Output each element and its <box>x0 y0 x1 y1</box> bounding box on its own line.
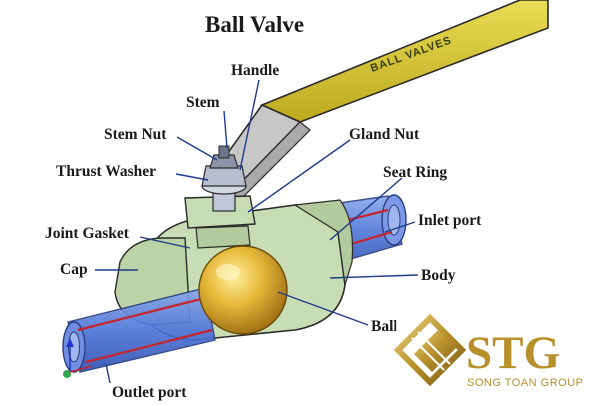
label-thrust-washer: Thrust Washer <box>56 163 156 180</box>
label-gland-nut: Gland Nut <box>349 126 420 143</box>
stem-assembly <box>201 145 247 212</box>
outlet-pipe <box>62 287 216 378</box>
label-joint-gasket: Joint Gasket <box>45 225 130 242</box>
label-stem: Stem <box>186 94 220 111</box>
stg-logo: STG SONG TOAN GROUP <box>393 310 600 406</box>
label-outlet-port: Outlet port <box>112 384 187 401</box>
watermark-subtitle: SONG TOAN GROUP <box>467 377 584 389</box>
label-body: Body <box>421 267 456 284</box>
label-stem-nut: Stem Nut <box>104 126 167 143</box>
handle-lever: BALL VALVES <box>203 0 549 201</box>
label-seat-ring: Seat Ring <box>383 164 447 181</box>
watermark-name: STG <box>466 327 560 379</box>
stg-logo-emblem <box>393 313 467 387</box>
label-cap: Cap <box>60 261 88 278</box>
ball <box>198 245 288 335</box>
label-handle: Handle <box>231 62 279 79</box>
leader-lines <box>95 79 419 384</box>
diagram-title: Ball Valve <box>205 12 304 37</box>
label-ball: Ball <box>371 318 398 335</box>
label-inlet-port: Inlet port <box>418 212 482 229</box>
